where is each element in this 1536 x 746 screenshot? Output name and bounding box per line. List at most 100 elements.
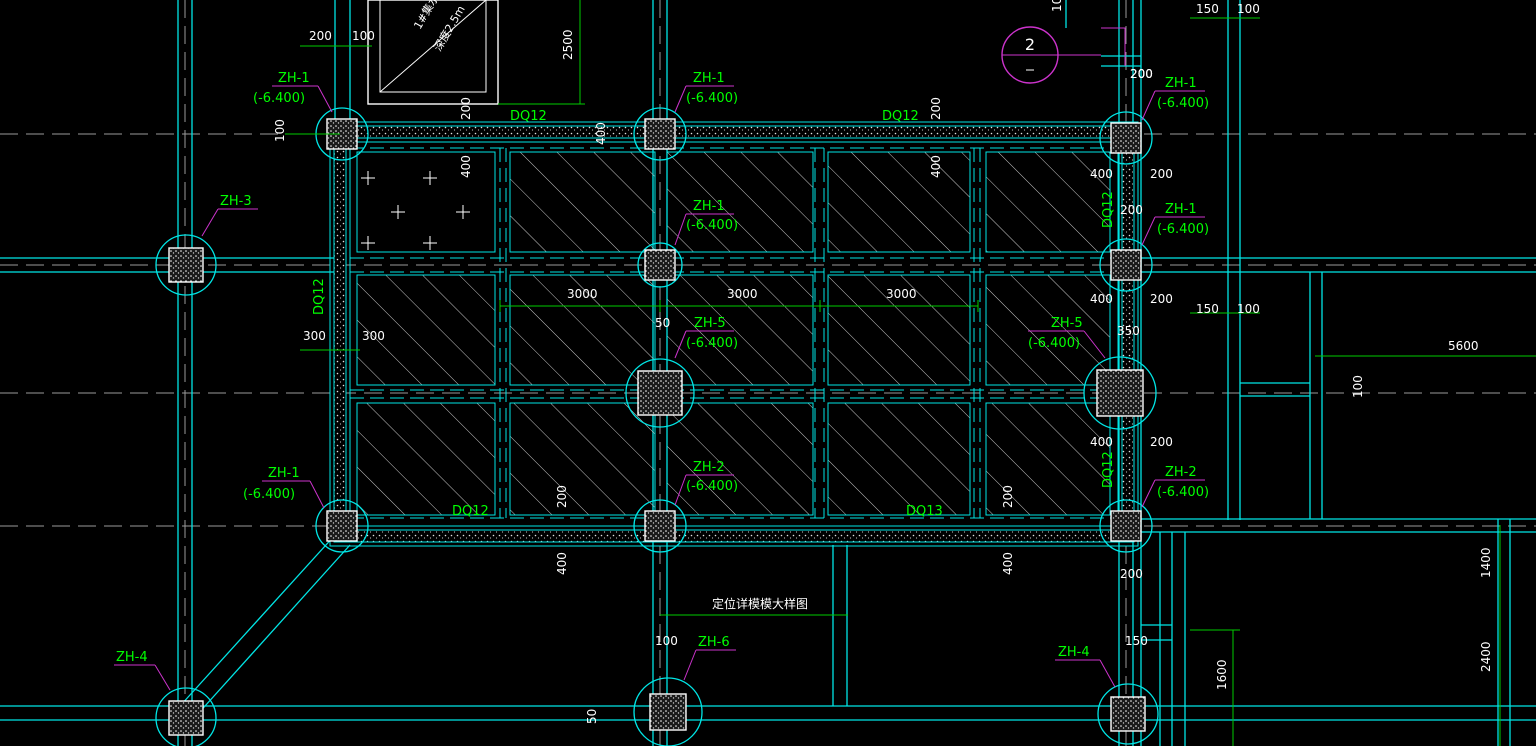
pile-circle [637, 242, 683, 288]
raft-panel [985, 402, 1111, 516]
pile-circle [1099, 238, 1153, 292]
dimension-text: 100 [352, 29, 375, 43]
dimension-text: 100 [1237, 2, 1260, 16]
raft-panel [827, 402, 971, 516]
raft-panel [666, 151, 814, 253]
raft-panel [509, 151, 656, 253]
wall-bottom [333, 529, 1135, 543]
leader-line [1099, 659, 1116, 688]
dimension-text: 100 [655, 634, 678, 648]
pile-elevation: (-6.400) [243, 487, 295, 502]
sump-pit-inner [379, 0, 487, 93]
dimension-text: 1600 [1215, 659, 1229, 690]
dimension-text: 3000 [727, 287, 758, 301]
raft-panel [356, 274, 496, 386]
leader-line [201, 208, 219, 237]
raft-panel [985, 151, 1111, 253]
dimension-text: 400 [1090, 435, 1113, 449]
pile-elevation: (-6.400) [1157, 96, 1209, 111]
pile-labels: ZH-1(-6.400)ZH-1(-6.400)ZH-1(-6.400)ZH-1… [116, 71, 1209, 665]
dimension-text: 200 [459, 97, 473, 120]
pile-circle [633, 499, 687, 553]
dimension-texts: 200 100 100 200 200 400 400 400 200 200 400 200 400 2… [273, 0, 1493, 724]
leader-line [674, 330, 687, 359]
dimension-text: 3000 [567, 287, 598, 301]
dimension-text: 50 [655, 316, 670, 330]
dimension-text: 150 [1196, 302, 1219, 316]
pile-circle [633, 107, 687, 161]
beam-label: DQ13 [906, 504, 943, 519]
raft-panel [509, 274, 656, 386]
dimension-lines [285, 0, 1536, 746]
dimension-text: 400 [459, 155, 473, 178]
pile-name: ZH-4 [1058, 645, 1090, 660]
dimension-text: 2400 [1479, 641, 1493, 672]
pile-cap [1096, 369, 1144, 417]
raft-panel [356, 402, 496, 516]
dimension-text: 50 [585, 709, 599, 724]
pile-name: ZH-6 [698, 635, 730, 650]
leader-line [317, 85, 333, 113]
raft-panel [827, 151, 971, 253]
pile-circle [315, 499, 369, 553]
pile-elevation: (-6.400) [253, 91, 305, 106]
dimension-text: 200 [1150, 435, 1173, 449]
raft-panels [350, 147, 1118, 519]
dimension-text: 400 [929, 155, 943, 178]
pile-cap [326, 510, 358, 542]
beam-label: DQ12 [882, 109, 919, 124]
dimension-text: 300 [303, 329, 326, 343]
dimension-text: 200 [929, 97, 943, 120]
dimension-text: 400 [594, 122, 608, 145]
dimension-text: 150 [1125, 634, 1148, 648]
leader-line [154, 664, 171, 691]
raft-panel [985, 274, 1111, 386]
dimension-text: 200 [1130, 67, 1153, 81]
dimension-text: 400 [1090, 292, 1113, 306]
pile-cap [649, 693, 687, 731]
dimension-text: 350 [1117, 324, 1140, 338]
pile-elevation: (-6.400) [686, 479, 738, 494]
dimension-text: 200 [1120, 203, 1143, 217]
pile-circle [625, 358, 695, 428]
raft-panel [356, 151, 496, 253]
sump-pit-diagonal [379, 0, 487, 93]
leader-line [683, 649, 697, 681]
pile-elevation: (-6.400) [686, 336, 738, 351]
raft-panel [666, 402, 814, 516]
dimension-text: 100 [1237, 302, 1260, 316]
pile-circle [1099, 111, 1153, 165]
beam-line [179, 534, 336, 707]
pile-elevation: (-6.400) [686, 218, 738, 233]
pile-cap [1110, 510, 1142, 542]
leader-line [1141, 90, 1156, 121]
detail-mark: 2 [1001, 26, 1126, 84]
pile-cap [168, 247, 204, 283]
dimension-text: 400 [1001, 552, 1015, 575]
dimension-text: 200 [309, 29, 332, 43]
dimension-text: 100 [1050, 0, 1064, 12]
section-title: 定位详模模大样图 [712, 596, 808, 611]
beam-label: DQ12 [452, 504, 489, 519]
dimension-text: 100 [273, 119, 287, 142]
pile-cap [644, 118, 676, 150]
dimension-text: 200 [1150, 292, 1173, 306]
leader-line [1083, 330, 1106, 359]
detail-mark-bracket [1101, 27, 1126, 66]
pile-name: ZH-1 [693, 71, 725, 86]
sump-pit-outline [367, 0, 499, 105]
beam-line [195, 544, 351, 717]
dimension-text: 200 [1130, 67, 1153, 81]
pile-name: ZH-1 [1165, 76, 1197, 91]
dimension-text: 200 [1150, 167, 1173, 181]
leader-line [674, 474, 687, 506]
pile-circle [155, 687, 217, 746]
pile-cap [1110, 696, 1146, 732]
beam-label: DQ12 [510, 109, 547, 124]
pit-label-1: 1#集水坑 [410, 0, 447, 32]
raft-panel [827, 274, 971, 386]
dimension-text: 150 [1196, 2, 1219, 16]
pile-name: ZH-1 [278, 71, 310, 86]
pile-name: ZH-5 [1051, 316, 1083, 331]
leader-line [674, 213, 687, 246]
